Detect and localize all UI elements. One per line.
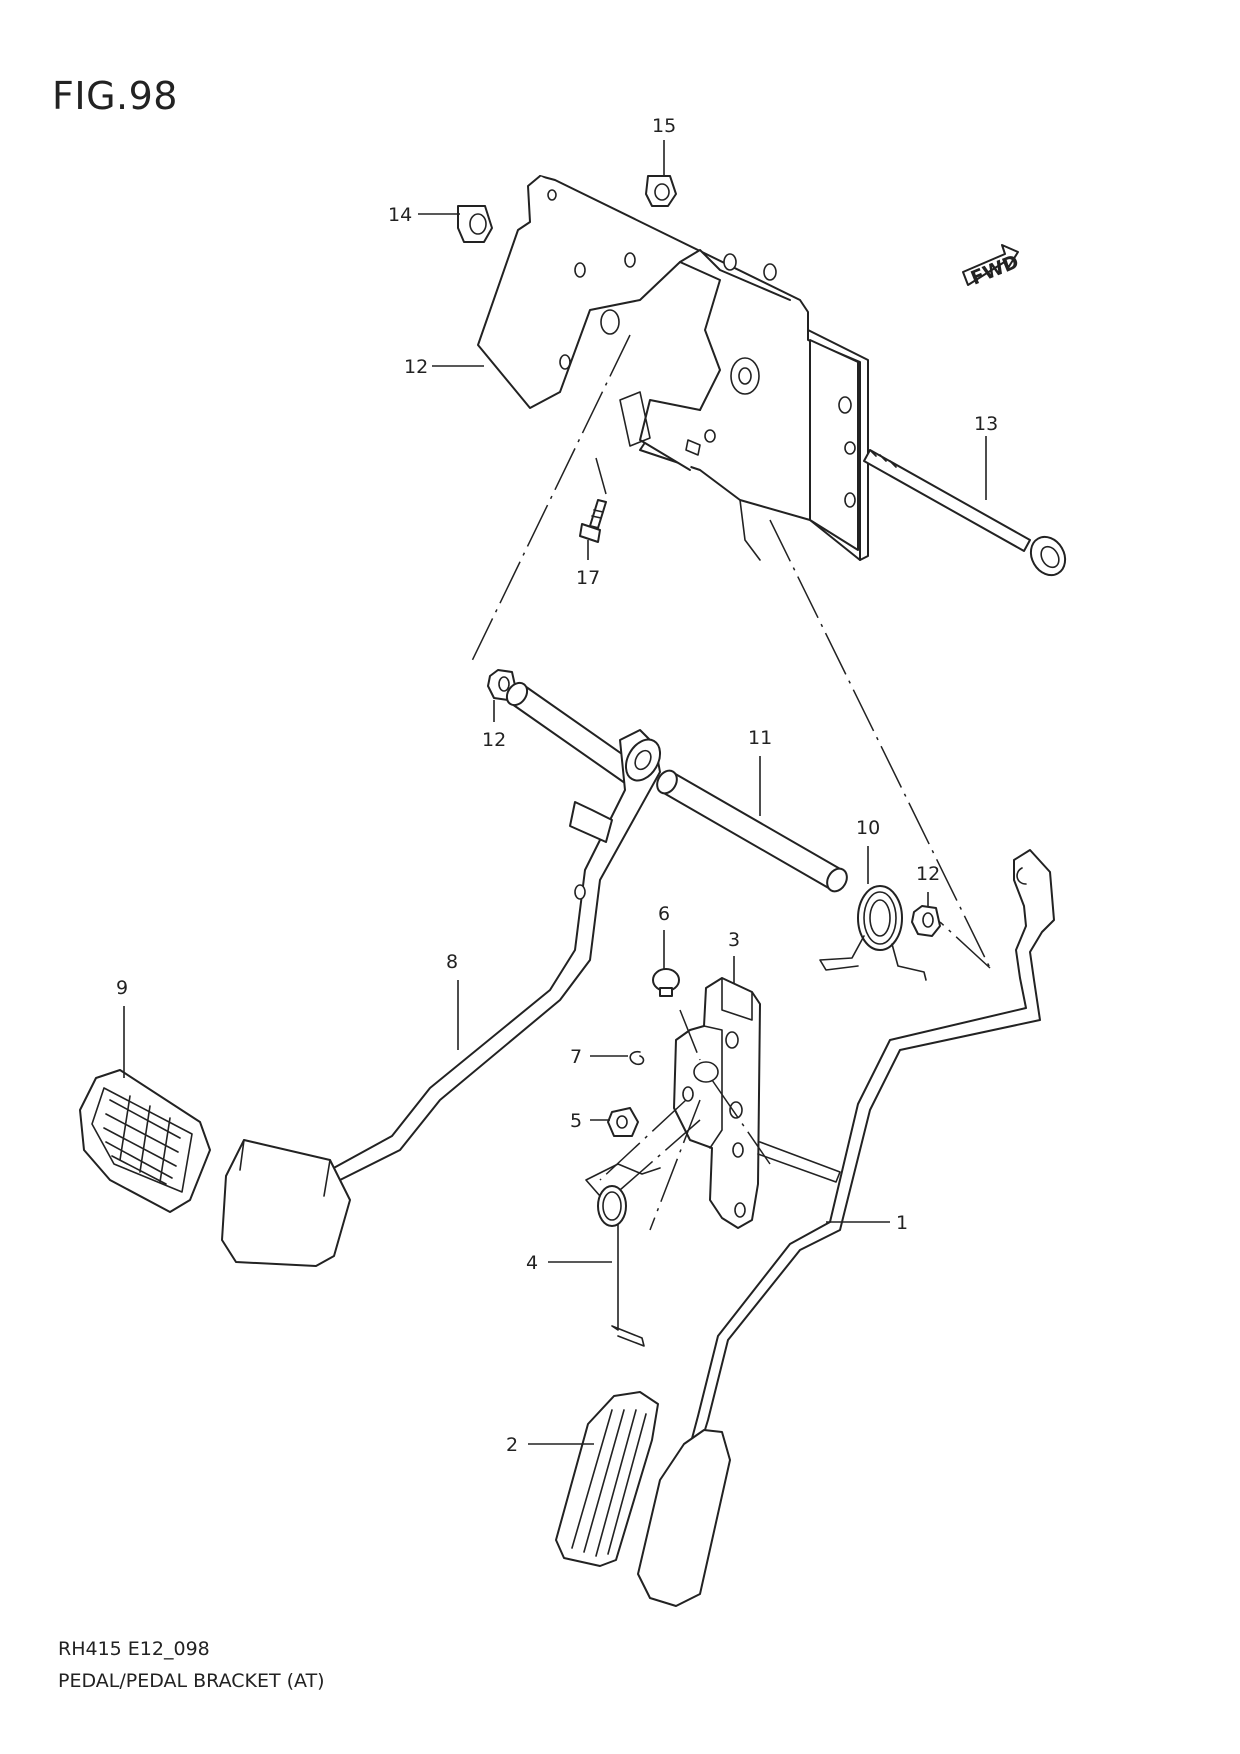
- pedal-pad-9: [79, 1069, 211, 1213]
- callout-9: 9: [116, 977, 128, 999]
- return-spring-10: [819, 885, 927, 981]
- callout-13: 12: [404, 356, 428, 378]
- callout-5: 5: [570, 1110, 582, 1132]
- nut-5: [607, 1107, 639, 1137]
- callout-6: 6: [658, 903, 670, 925]
- fwd-arrow-icon: FWD: [962, 244, 1022, 290]
- bolt-17: [579, 499, 607, 543]
- callout-3: 3: [728, 929, 740, 951]
- callout-12-lower: 12: [916, 863, 940, 885]
- pin-6: [652, 968, 680, 997]
- leader-lines: [123, 140, 987, 1445]
- nut-16: [645, 175, 677, 207]
- bolt-14: [863, 449, 1067, 577]
- callout-7: 7: [570, 1046, 582, 1068]
- nut-15: [457, 205, 493, 243]
- callout-14: 13: [974, 413, 998, 435]
- accel-bracket-3: [673, 977, 841, 1229]
- callout-17: 17: [576, 567, 600, 589]
- figure-title: FIG.98: [52, 74, 178, 118]
- accel-spring-4: [585, 1163, 661, 1347]
- callout-15: 14: [388, 204, 412, 226]
- callout-12-upper: 12: [482, 729, 506, 751]
- alignment-lines: [469, 334, 991, 1231]
- callout-10: 10: [856, 817, 880, 839]
- callout-1: 1: [896, 1212, 908, 1234]
- diagram-code: RH415 E12_098: [58, 1638, 210, 1660]
- brake-pedal-arm-8: [221, 729, 662, 1267]
- pedal-shaft-11: [505, 681, 848, 893]
- callout-11: 11: [748, 727, 772, 749]
- callout-8: 8: [446, 951, 458, 973]
- callout-4: 4: [526, 1252, 538, 1274]
- clip-7: [629, 1050, 645, 1066]
- callout-labels: 14 15 12 13 17 12 11 10 12 6 3 8 9 7 5 4…: [116, 115, 998, 1456]
- bushing-12-lower: [911, 905, 941, 937]
- fwd-label: FWD: [968, 251, 1022, 290]
- callout-2: 2: [506, 1434, 518, 1456]
- callout-16: 15: [652, 115, 676, 137]
- diagram-description: PEDAL/PEDAL BRACKET (AT): [58, 1670, 325, 1692]
- pedal-bracket: [477, 175, 869, 561]
- accel-pedal-arm-1: [637, 849, 1055, 1607]
- accel-pad-2: [555, 1391, 659, 1567]
